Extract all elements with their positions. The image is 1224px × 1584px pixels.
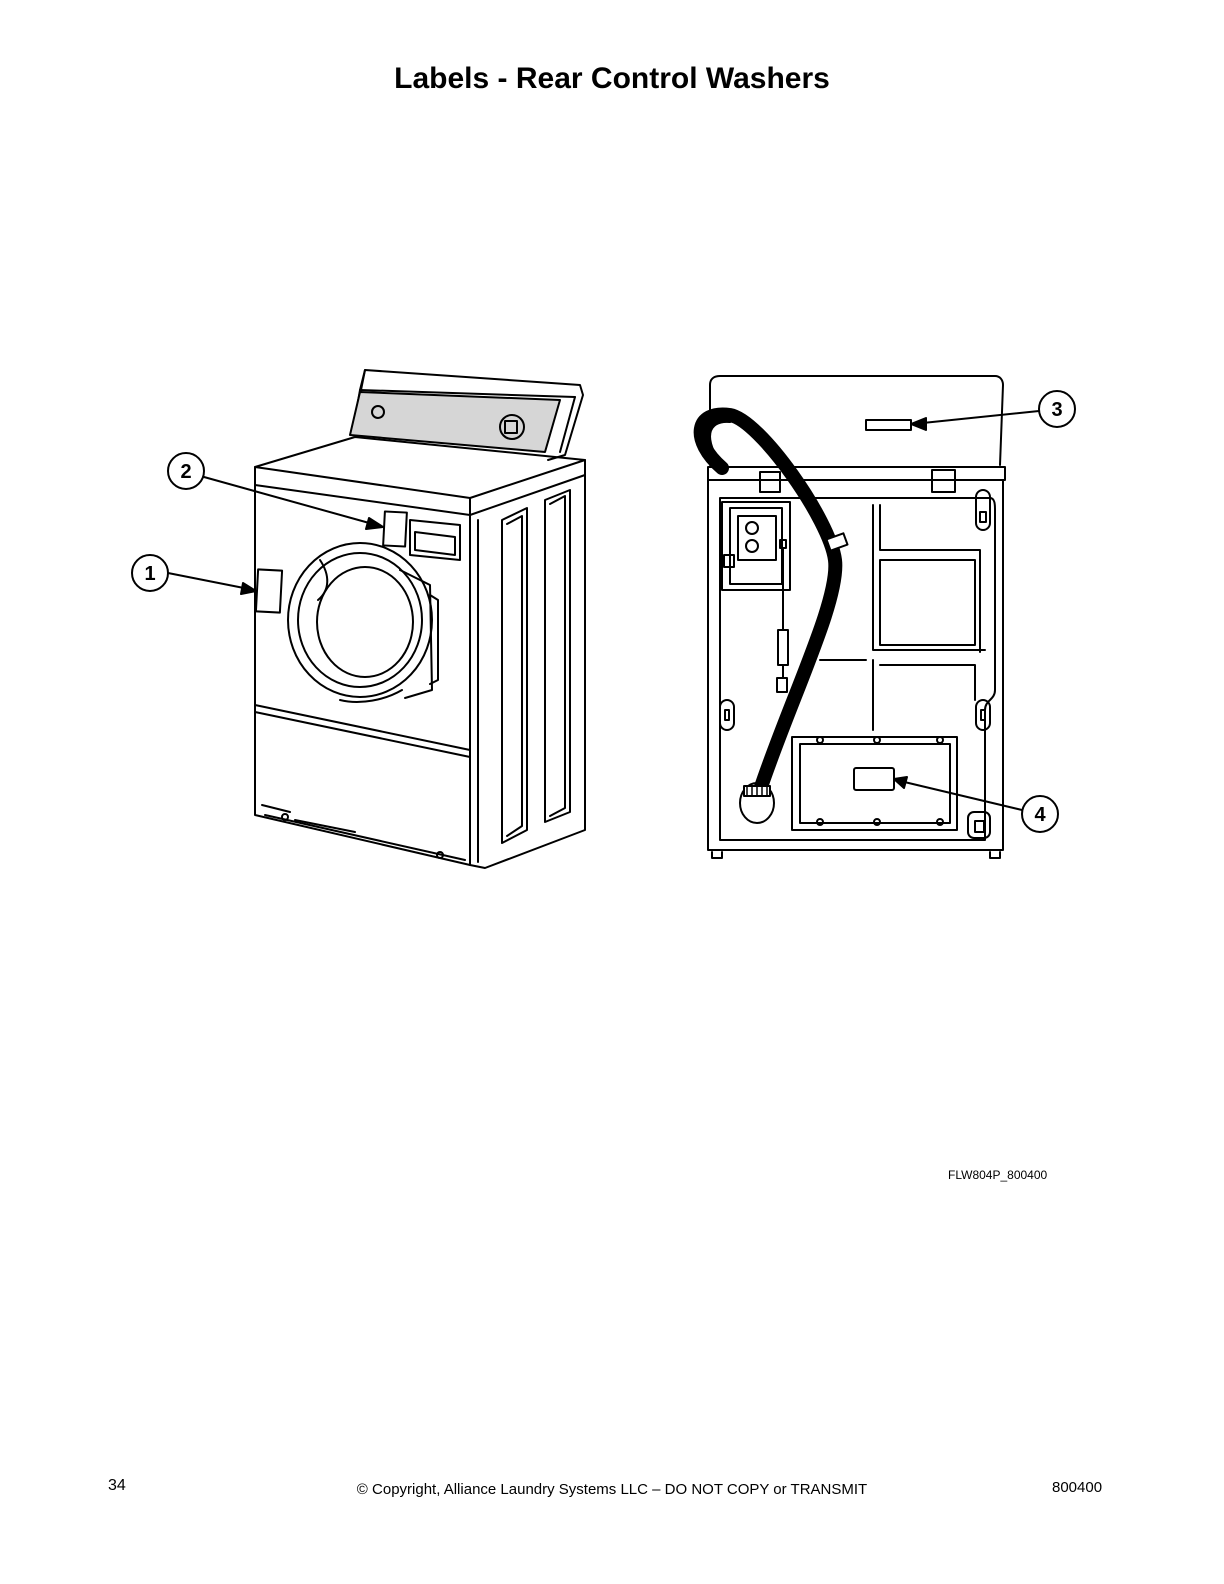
callout-1: 1 [131,554,257,595]
footer-copyright: © Copyright, Alliance Laundry Systems LL… [356,1481,868,1498]
rear-view-washer [693,375,1006,859]
callout-3: 3 [910,390,1076,431]
front-view-washer [254,369,586,869]
svg-text:2: 2 [180,461,191,483]
callout-2: 2 [167,452,384,530]
footer-page-number: 34 [108,1477,126,1494]
figure-id: FLW804P_800400 [948,1168,1048,1182]
svg-text:1: 1 [144,563,155,585]
page-title: Labels - Rear Control Washers [394,62,830,95]
svg-text:4: 4 [1034,804,1046,826]
callout-4: 4 [893,776,1059,833]
svg-text:3: 3 [1051,399,1062,421]
footer-doc-number: 800400 [1052,1479,1103,1496]
